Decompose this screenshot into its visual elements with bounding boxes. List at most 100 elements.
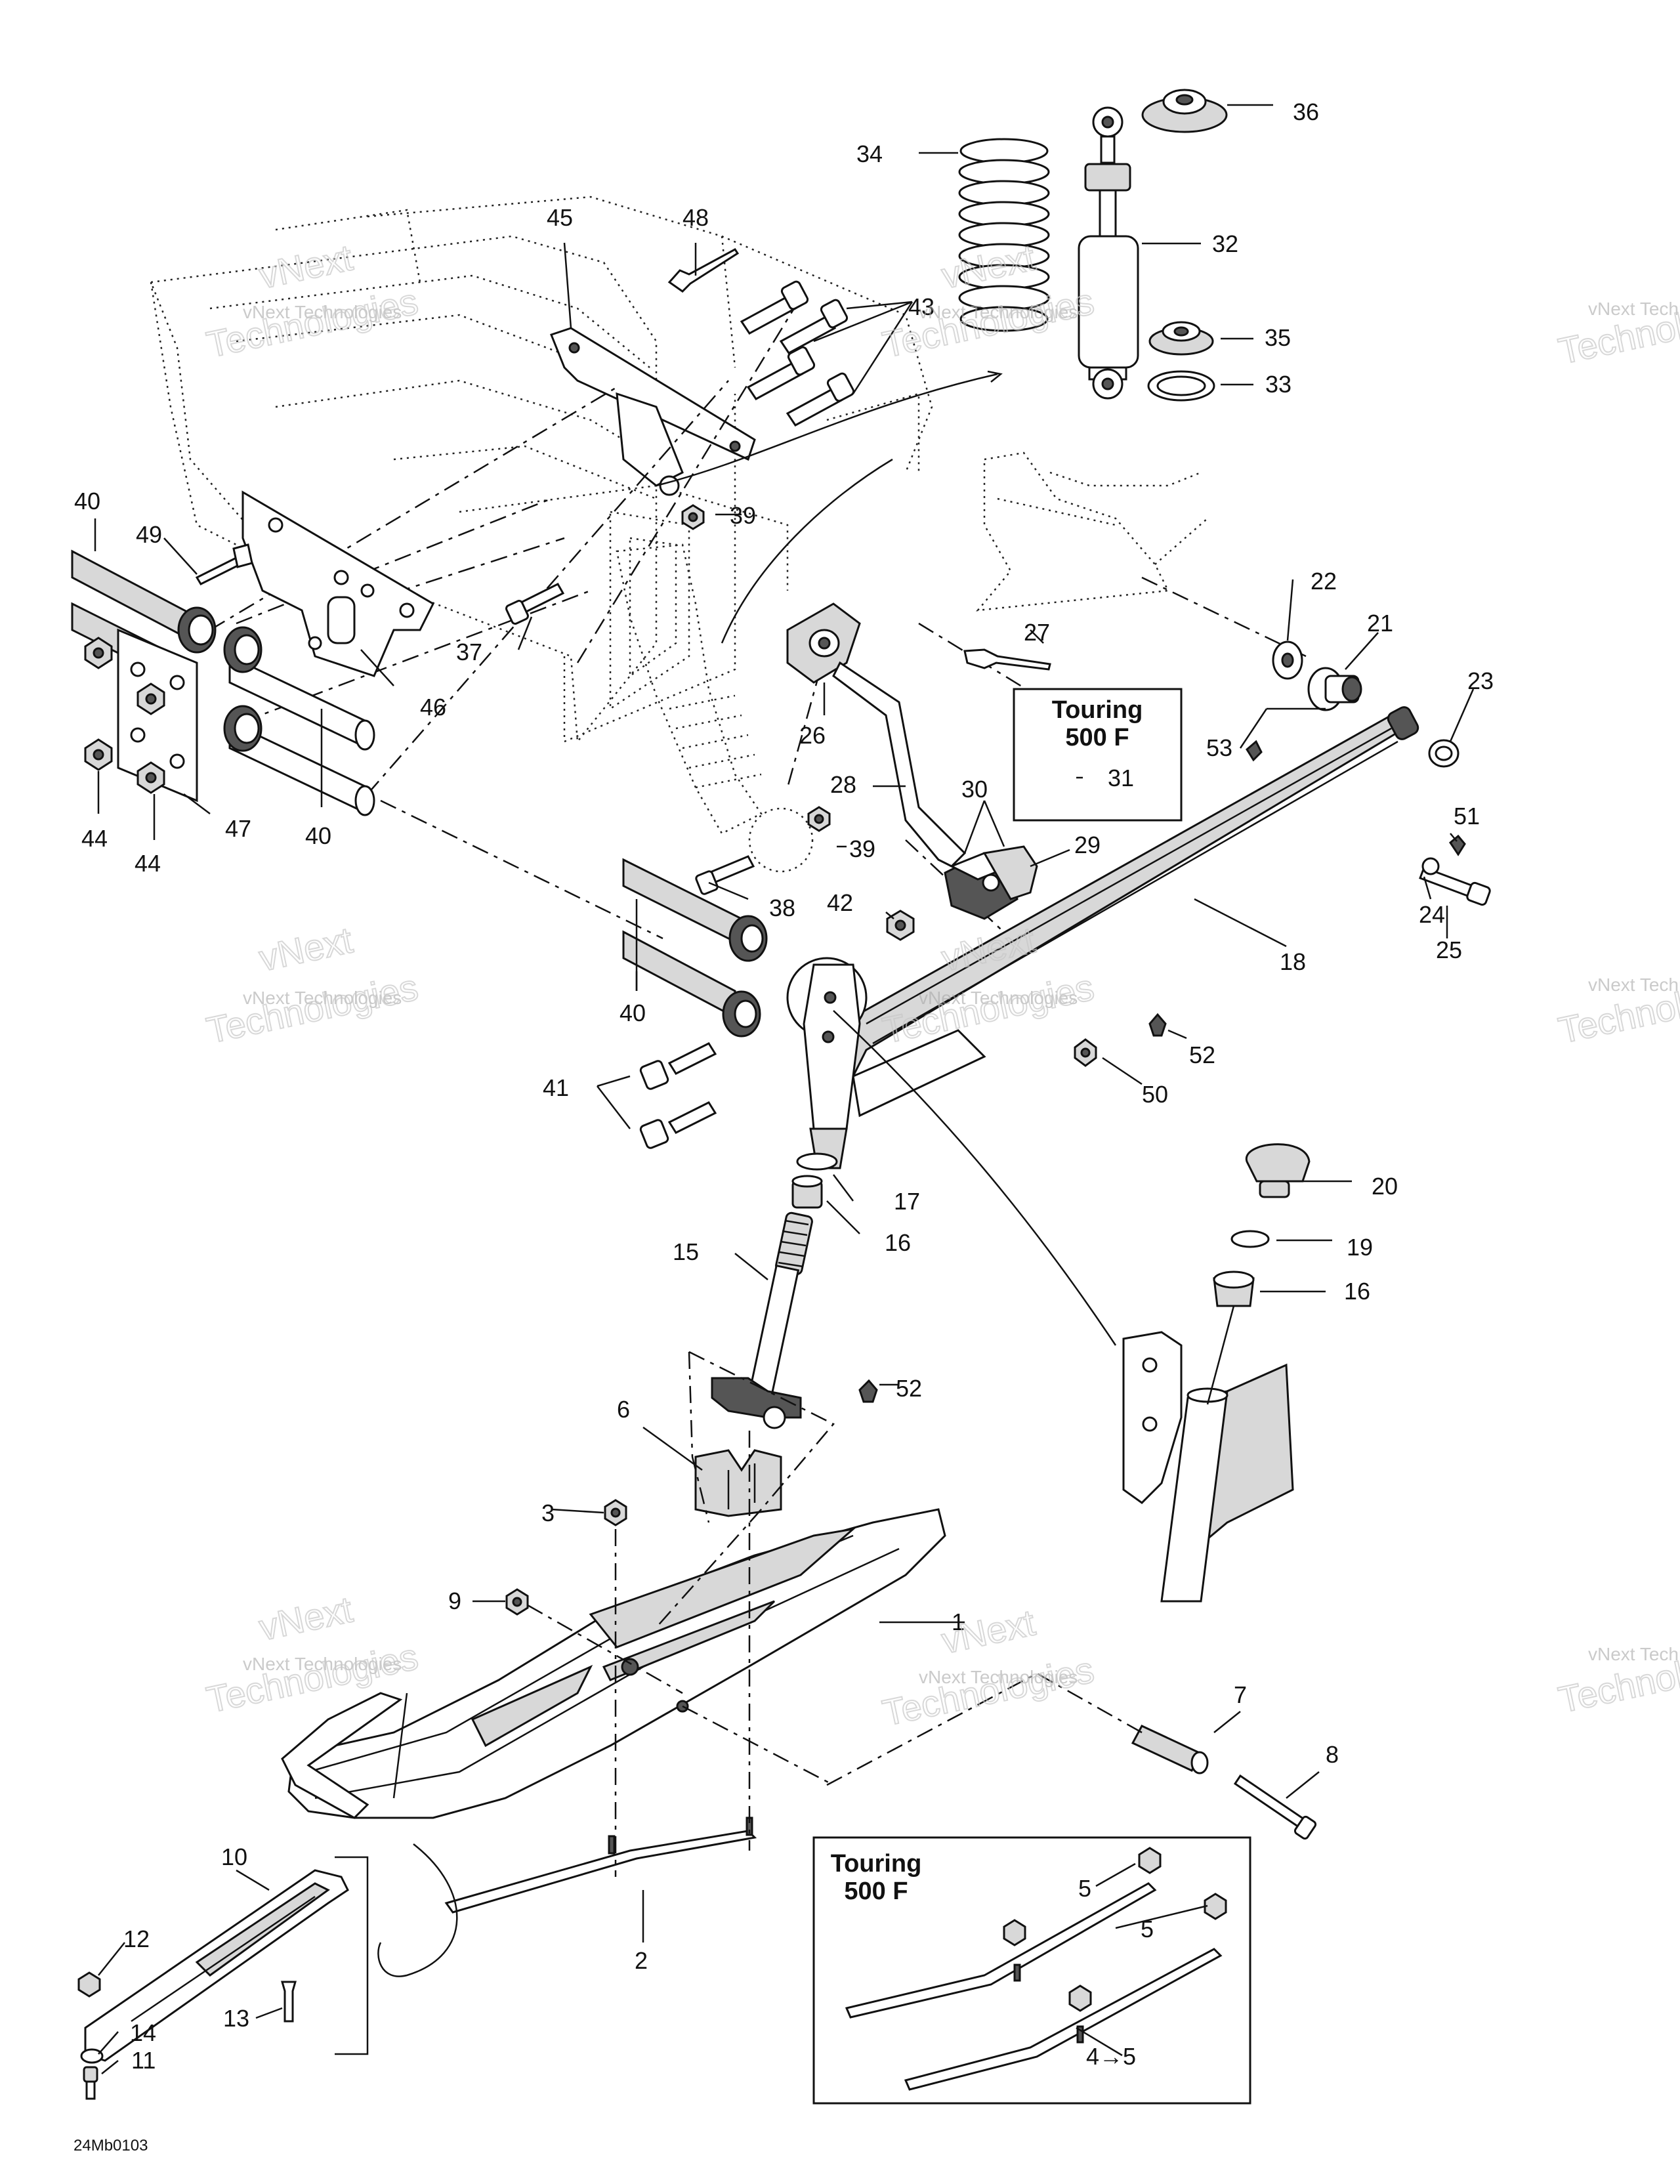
watermark-text: Technologies	[879, 1648, 1097, 1734]
circlip-19	[1230, 1230, 1270, 1248]
nut-12	[77, 1971, 101, 1998]
callout-19: 19	[1347, 1234, 1373, 1261]
callout-39-upper: 39	[730, 502, 756, 529]
callout-42: 42	[827, 889, 853, 916]
touring-box-2	[812, 1836, 1251, 2105]
ski-handle-10	[84, 1869, 349, 2062]
callout-50: 50	[1142, 1081, 1168, 1108]
callout-17: 17	[894, 1188, 920, 1215]
callout-40-mid: 40	[305, 822, 331, 849]
plate-46	[242, 490, 434, 677]
spindle-knuckle	[786, 957, 868, 1169]
bushing-16-right	[1213, 1270, 1255, 1307]
washer-23	[1428, 739, 1460, 768]
touring-box-1	[1013, 688, 1183, 822]
watermark-text: vNext Technologies	[919, 988, 1078, 1008]
callout-20: 20	[1372, 1173, 1398, 1200]
watermark-text: vNext Technologies	[1588, 975, 1680, 995]
nut-50	[1074, 1038, 1097, 1067]
callout-labels: 1 2 3 6 7 8 9 10 11 12 13 14 15 16 16 17…	[74, 98, 1494, 2154]
nut-3	[604, 1499, 627, 1526]
watermark-text: Technologies	[203, 280, 421, 366]
nut-42	[886, 910, 915, 941]
watermark-text: vNext	[255, 236, 356, 296]
touring-box-1-title: Touring	[1052, 696, 1143, 724]
bushing-21	[1307, 667, 1362, 711]
callout-7: 7	[1234, 1681, 1247, 1708]
callout-10: 10	[221, 1843, 247, 1870]
watermark-text: vNext Technologies	[243, 1654, 402, 1674]
block-29	[944, 845, 1038, 920]
rods-40-lower	[622, 858, 768, 1038]
callout-21: 21	[1367, 610, 1393, 637]
callout-34: 34	[856, 140, 883, 167]
callout-41: 41	[543, 1074, 569, 1101]
nut-39-upper	[681, 504, 705, 530]
callout-49: 49	[136, 521, 162, 548]
callout-11: 11	[131, 2047, 156, 2074]
callout-33: 33	[1265, 371, 1292, 398]
watermark-text: vNext	[938, 919, 1039, 978]
ski-assembly-lines	[377, 1010, 1235, 1977]
grease-fitting-53	[1246, 740, 1263, 762]
callout-25: 25	[1436, 936, 1462, 963]
watermark-text: vNext Technologies	[243, 988, 402, 1008]
callout-30: 30	[961, 776, 988, 803]
watermark-text: Technologies	[879, 966, 1097, 1051]
cap-20	[1245, 1143, 1311, 1198]
callout-47: 47	[225, 815, 251, 842]
callout-43: 43	[908, 293, 934, 320]
watermark-text: vNext	[255, 919, 356, 978]
ski-1	[287, 1508, 946, 1819]
callout-16-right: 16	[1344, 1278, 1370, 1305]
rivet-13	[281, 1981, 297, 2023]
callout-53: 53	[1206, 734, 1232, 761]
callout-44-left: 44	[81, 825, 108, 852]
washer-33	[1147, 370, 1215, 402]
support-bracket	[550, 327, 756, 496]
watermark-text: Technologies	[203, 966, 421, 1051]
callout-24: 24	[1419, 901, 1445, 928]
spring-seat	[1148, 321, 1214, 356]
handle-bracket-line	[335, 1856, 369, 2055]
rivet-49	[195, 543, 253, 585]
callout-6: 6	[617, 1396, 630, 1423]
o-ring-17	[796, 1152, 838, 1171]
callout-31: 31	[1108, 765, 1134, 791]
rivet-27	[963, 648, 1051, 671]
watermark-text: vNext Technologies	[919, 1667, 1078, 1687]
grease-fitting-52-upper	[1148, 1013, 1167, 1037]
callout-45: 45	[547, 204, 573, 231]
nuts-44	[84, 637, 165, 794]
callout-8: 8	[1326, 1741, 1339, 1768]
callout-28: 28	[830, 771, 856, 798]
spacer-7	[1131, 1725, 1209, 1774]
callout-44-right: 44	[135, 850, 161, 877]
chassis-frame	[150, 196, 1208, 744]
bolt-11	[83, 2066, 98, 2100]
callout-40-lower: 40	[620, 999, 646, 1026]
shock-absorber	[1078, 106, 1139, 400]
callout-46: 46	[420, 694, 446, 721]
bolt-25	[1419, 857, 1491, 906]
callout-39-lower: 39	[849, 835, 875, 862]
bolts-43	[740, 280, 855, 427]
watermark-text: vNext	[255, 1588, 356, 1648]
callout-32: 32	[1212, 230, 1238, 257]
callout-16-left: 16	[885, 1229, 911, 1256]
callout-13: 13	[223, 2005, 249, 2032]
watermark-text: vNext Technologies	[1588, 299, 1680, 319]
watermark-text: vNext Technologies	[243, 302, 402, 322]
spindle-housing	[1122, 1331, 1294, 1603]
callout-22: 22	[1311, 568, 1337, 595]
callout-51: 51	[1454, 803, 1480, 830]
runner-2	[444, 1816, 757, 1914]
nut-39-lower	[807, 806, 831, 832]
callout-2: 2	[635, 1947, 648, 1974]
callout-5-lower: 5	[1141, 1916, 1154, 1942]
callout-35: 35	[1265, 324, 1291, 351]
chassis-shock-ghost	[616, 543, 814, 873]
callout-40-upper: 40	[74, 488, 100, 514]
callout-38: 38	[769, 894, 795, 921]
